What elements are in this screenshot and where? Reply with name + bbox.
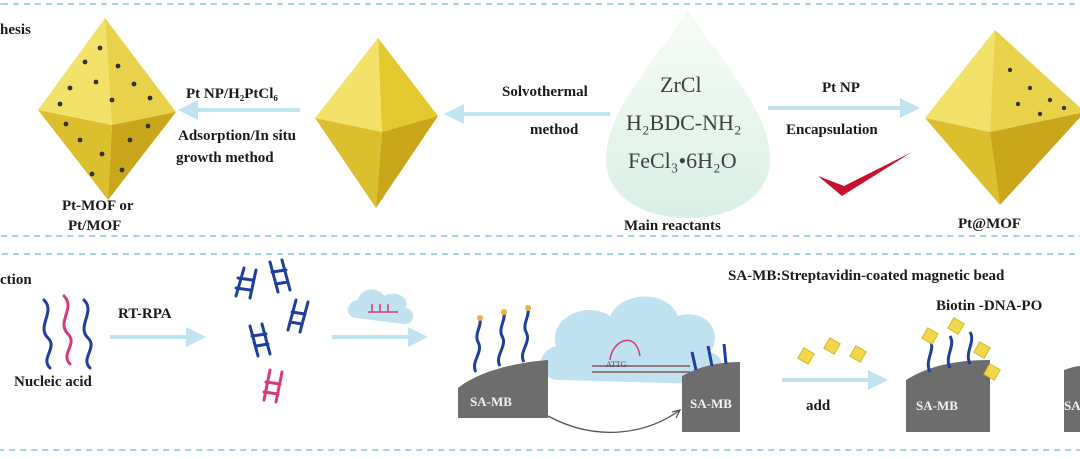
arrow-label-growth: growth method: [176, 150, 274, 166]
sa-mb-bead-2: [682, 343, 740, 432]
section2-border: [0, 253, 1080, 451]
nanoparticles: [797, 337, 867, 365]
sa-mb-bead-3: [906, 317, 1001, 432]
pt-at-mof-octahedron: [925, 30, 1080, 205]
label-attg: ATTG: [606, 360, 627, 369]
check-icon: [818, 152, 912, 196]
reactant-1: ZrCl: [660, 72, 702, 97]
label-nucleic-acid: Nucleic acid: [14, 374, 92, 390]
mof-octahedron: [315, 38, 438, 208]
bead-label-4: SA: [1064, 398, 1080, 413]
pt-mof-octahedron: [38, 18, 176, 200]
sa-mb-bead-1: [458, 305, 548, 418]
label-main-reactants: Main reactants: [624, 218, 721, 234]
label-pt-np: Pt NP: [822, 80, 860, 96]
label-pt-slash-mof: Pt/MOF: [68, 218, 122, 234]
reactant-2: H₂BDC-NH₂: [626, 110, 742, 135]
reactant-3: FeCl₃•6H₂O: [628, 148, 737, 173]
sa-mb-bead-4: [1064, 366, 1080, 432]
label-encapsulation: Encapsulation: [786, 122, 878, 138]
amplified-dna: [234, 258, 310, 404]
label-solvothermal: Solvothermal: [502, 84, 588, 100]
label-add: add: [806, 398, 831, 414]
curved-arrow: [547, 409, 681, 433]
bead-label-2: SA-MB: [690, 396, 732, 411]
nucleic-acid-strands: [42, 294, 93, 370]
label-biotin-dna-po: Biotin -DNA-PO: [936, 298, 1043, 314]
section2-title: ction: [0, 272, 32, 288]
crispr-cloud-large: [540, 296, 723, 384]
arrow-label-adsorption: Adsorption/In situ: [178, 128, 296, 144]
bead-label-1: SA-MB: [470, 394, 512, 409]
label-rt-rpa: RT-RPA: [118, 306, 172, 322]
legend-sa-mb: SA-MB:Streptavidin-coated magnetic bead: [728, 268, 1005, 284]
reactants-droplet: [606, 10, 770, 218]
arrow-label-pt-np-h2ptcl6: Pt NP/H₂PtCl₆: [186, 86, 278, 102]
section1-border: [0, 3, 1080, 237]
label-pt-mof: Pt-MOF or: [62, 198, 134, 214]
section1-title: hesis: [0, 22, 31, 38]
label-method: method: [530, 122, 579, 138]
label-pt-at-mof: Pt@MOF: [958, 216, 1022, 232]
crispr-cloud-small: [348, 289, 414, 324]
bead-label-3: SA-MB: [916, 398, 958, 413]
